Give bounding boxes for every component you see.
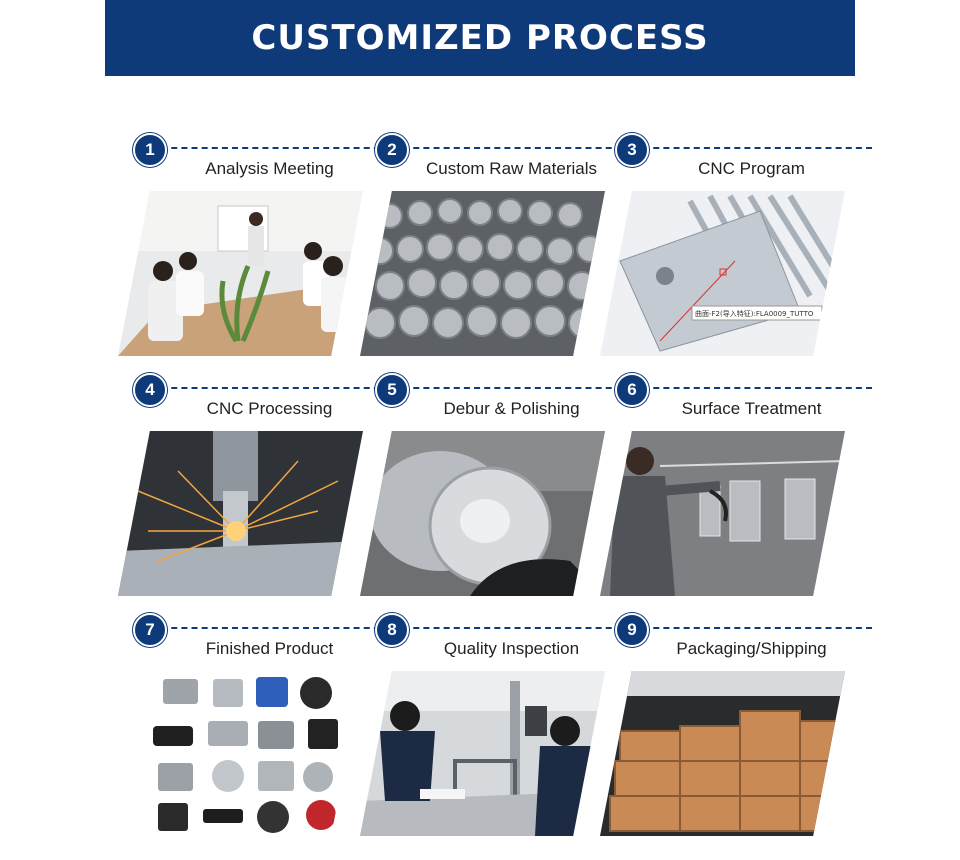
header-banner: CUSTOMIZED PROCESS bbox=[105, 0, 855, 76]
surface-treatment-photo bbox=[600, 431, 845, 596]
process-step-5: 5 Debur & Polishing bbox=[360, 373, 632, 603]
meeting-photo bbox=[118, 191, 363, 356]
quality-inspection-photo bbox=[360, 671, 605, 836]
step-number-badge: 9 bbox=[615, 613, 649, 647]
step-label: CNC Processing bbox=[206, 399, 333, 418]
process-step-8: 8 Quality Inspection bbox=[360, 613, 632, 843]
page-title: CUSTOMIZED PROCESS bbox=[251, 18, 709, 58]
step-number-badge: 8 bbox=[375, 613, 409, 647]
step-label: Quality Inspection bbox=[443, 639, 580, 658]
step-label: Surface Treatment bbox=[681, 399, 822, 418]
step-number-badge: 2 bbox=[375, 133, 409, 167]
process-step-1: 1 Analysis Meeting bbox=[118, 133, 390, 363]
dashed-connector bbox=[393, 387, 632, 389]
process-step-4: 4 CNC Processing bbox=[118, 373, 390, 603]
step-number-badge: 7 bbox=[133, 613, 167, 647]
step-label: Debur & Polishing bbox=[443, 399, 580, 418]
raw-materials-photo bbox=[360, 191, 605, 356]
step-number-badge: 3 bbox=[615, 133, 649, 167]
cnc-program-photo: 曲面-F2(导入特征):FLA0009_TUTTO bbox=[600, 191, 845, 356]
step-label: CNC Program bbox=[698, 159, 805, 178]
dashed-connector bbox=[393, 627, 632, 629]
dashed-connector bbox=[151, 147, 390, 149]
process-step-3: 3 CNC Program 曲面-F2(导入特征):FLA0009_TUTTO bbox=[600, 133, 872, 363]
finished-products-photo bbox=[118, 671, 363, 836]
dashed-connector bbox=[633, 387, 872, 389]
step-label: Finished Product bbox=[205, 639, 334, 658]
dashed-connector bbox=[633, 147, 872, 149]
dashed-connector bbox=[151, 387, 390, 389]
cnc-processing-photo bbox=[118, 431, 363, 596]
polishing-photo bbox=[360, 431, 605, 596]
step-number-badge: 6 bbox=[615, 373, 649, 407]
process-step-2: 2 Custom Raw Materials bbox=[360, 133, 632, 363]
process-step-6: 6 Surface Treatment bbox=[600, 373, 872, 603]
step-label: Packaging/Shipping bbox=[676, 639, 827, 658]
step-label: Analysis Meeting bbox=[205, 159, 334, 178]
step-number-badge: 1 bbox=[133, 133, 167, 167]
dashed-connector bbox=[393, 147, 632, 149]
packaging-shipping-photo bbox=[600, 671, 845, 836]
process-step-9: 9 Packaging/Shipping bbox=[600, 613, 872, 843]
process-step-7: 7 Finished Product bbox=[118, 613, 390, 843]
dashed-connector bbox=[151, 627, 390, 629]
step-number-badge: 4 bbox=[133, 373, 167, 407]
step-number-badge: 5 bbox=[375, 373, 409, 407]
svg-text:曲面-F2(导入特征):FLA0009_TUTTO: 曲面-F2(导入特征):FLA0009_TUTTO bbox=[695, 309, 814, 318]
step-label: Custom Raw Materials bbox=[426, 159, 597, 178]
dashed-connector bbox=[633, 627, 872, 629]
